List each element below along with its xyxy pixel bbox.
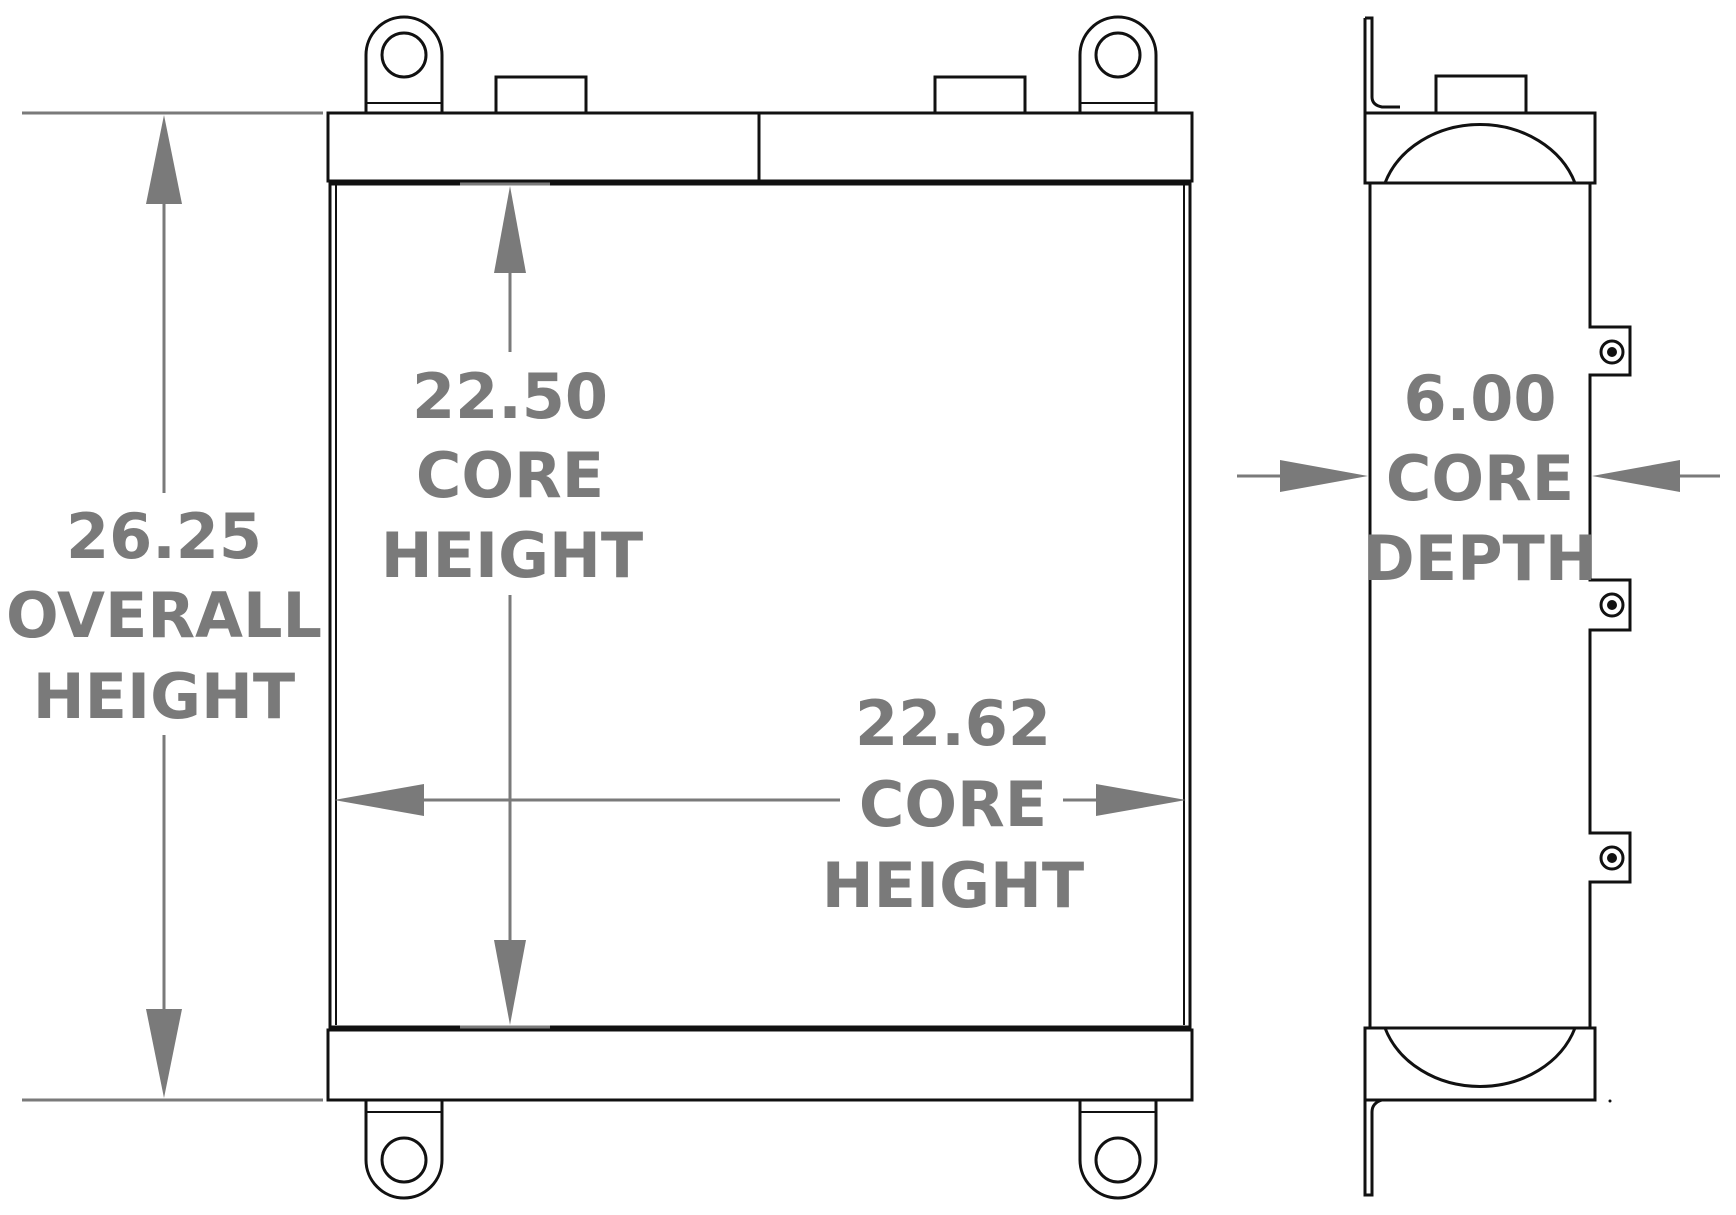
bottom-left-mounting-ear [364, 1098, 444, 1200]
core-width-label: 22.62 CORE HEIGHT [822, 687, 1084, 922]
core-depth-label: 6.00 CORE DEPTH [1363, 362, 1596, 595]
side-core [1368, 181, 1632, 1030]
core-depth-dimension [1237, 460, 1720, 492]
core-width-dimension [334, 784, 1186, 816]
side-view [1363, 16, 1632, 1197]
side-mount-bolt-1 [1599, 339, 1625, 365]
core-height-value: 22.50 [412, 360, 608, 433]
core-height-arrow-bottom [494, 940, 526, 1025]
core-depth-arrow-left [1280, 460, 1368, 492]
core-depth-arrow-right [1592, 460, 1680, 492]
top-right-mounting-ear [1078, 15, 1158, 115]
core-height-dimension [460, 182, 550, 1029]
overall-height-label: 26.25 OVERALL HEIGHT [6, 500, 322, 733]
overall-height-arrow-bottom [146, 1009, 182, 1098]
side-mount-bolt-2 [1599, 592, 1625, 618]
core-height-label: 22.50 CORE HEIGHT [381, 360, 643, 592]
core-width-value: 22.62 [855, 687, 1051, 760]
overall-height-line2: HEIGHT [33, 660, 295, 733]
core-depth-line1: CORE [1386, 442, 1574, 515]
core-depth-value: 6.00 [1404, 362, 1557, 435]
core-width-line1: CORE [859, 768, 1047, 841]
overall-height-arrow-top [146, 115, 182, 204]
side-top-port [1434, 74, 1528, 115]
core-width-arrow-left [334, 784, 424, 816]
bottom-tank [326, 1028, 1194, 1102]
bottom-right-mounting-ear [1078, 1098, 1158, 1200]
core-height-arrow-top [494, 186, 526, 273]
core-width-line2: HEIGHT [822, 849, 1084, 922]
core-width-arrow-right [1096, 784, 1186, 816]
core-depth-line2: DEPTH [1363, 522, 1596, 595]
core-height-line2: HEIGHT [381, 519, 643, 592]
core-height-line1: CORE [416, 439, 604, 512]
front-view [326, 15, 1194, 1200]
top-right-port [933, 75, 1027, 115]
overall-height-dimension [22, 111, 323, 1102]
top-left-mounting-ear [364, 15, 444, 115]
overall-height-value: 26.25 [66, 500, 262, 573]
top-left-port [494, 75, 588, 115]
overall-height-line1: OVERALL [6, 579, 322, 652]
side-bottom-tank [1363, 1026, 1597, 1102]
side-mount-bolt-3 [1599, 845, 1625, 871]
